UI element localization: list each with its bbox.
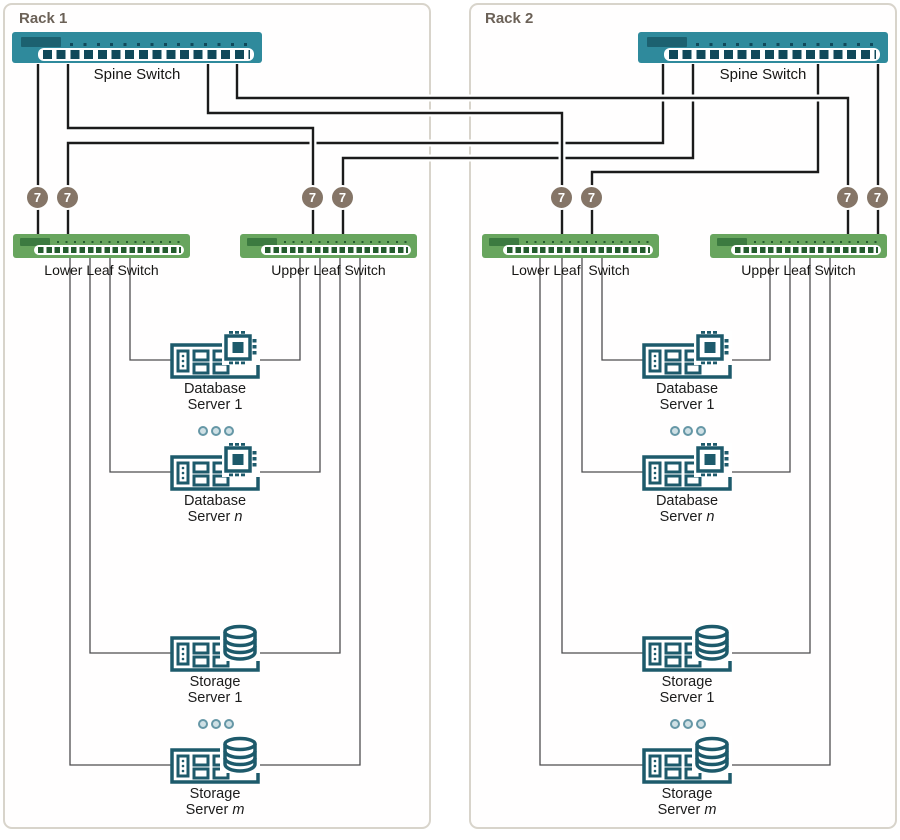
switch-ports bbox=[503, 245, 653, 255]
ellipsis-dots bbox=[670, 426, 706, 436]
switch-ports bbox=[38, 48, 254, 61]
switch-leds bbox=[284, 241, 407, 243]
rack2-spine-label: Spine Switch bbox=[719, 66, 807, 83]
storage-server-icon bbox=[642, 624, 732, 672]
rack2-lower-leaf-switch bbox=[482, 234, 659, 258]
switch-leds bbox=[70, 43, 248, 46]
ellipsis-dots bbox=[198, 719, 234, 729]
link-count-badge: 7 bbox=[549, 185, 574, 210]
database-server-icon bbox=[170, 331, 260, 379]
rack-1-title: Rack 1 bbox=[19, 10, 68, 27]
link-count-badge: 7 bbox=[865, 185, 890, 210]
rack1-spine-switch bbox=[12, 32, 262, 63]
rack1-spine-label: Spine Switch bbox=[93, 66, 181, 83]
storage-server-icon bbox=[642, 736, 732, 784]
rack1-upper-leaf-switch bbox=[240, 234, 417, 258]
rack2-upper-leaf-switch bbox=[710, 234, 887, 258]
link-count-badge: 7 bbox=[25, 185, 50, 210]
rack2-upper-leaf-label: Upper Leaf Switch bbox=[741, 262, 856, 278]
storage-server-icon bbox=[170, 624, 260, 672]
rack1-upper-leaf-label: Upper Leaf Switch bbox=[271, 262, 386, 278]
link-count-badge: 7 bbox=[330, 185, 355, 210]
switch-ports bbox=[731, 245, 881, 255]
ellipsis-dots bbox=[198, 426, 234, 436]
rack1-lower-leaf-label: Lower Leaf Switch bbox=[44, 262, 159, 278]
switch-panel bbox=[247, 238, 277, 246]
switch-leds bbox=[696, 43, 874, 46]
switch-leds bbox=[754, 241, 877, 243]
switch-panel bbox=[717, 238, 747, 246]
rack2-lower-leaf-label: Lower Leaf Switch bbox=[511, 262, 630, 278]
database-server-icon bbox=[170, 443, 260, 491]
rack-2-title: Rack 2 bbox=[485, 10, 534, 27]
link-count-badge: 7 bbox=[300, 185, 325, 210]
database-server-icon bbox=[642, 331, 732, 379]
switch-panel bbox=[489, 238, 519, 246]
link-count-badge: 7 bbox=[835, 185, 860, 210]
ellipsis-dots bbox=[670, 719, 706, 729]
switch-panel bbox=[647, 37, 687, 47]
rack1-lower-leaf-switch bbox=[13, 234, 190, 258]
switch-panel bbox=[20, 238, 50, 246]
switch-ports bbox=[664, 48, 880, 61]
database-server-icon bbox=[642, 443, 732, 491]
switch-ports bbox=[34, 245, 184, 255]
storage-server-icon bbox=[170, 736, 260, 784]
switch-leds bbox=[57, 241, 180, 243]
switch-panel bbox=[21, 37, 61, 47]
link-count-badge: 7 bbox=[55, 185, 80, 210]
rack2-spine-switch bbox=[638, 32, 888, 63]
switch-ports bbox=[261, 245, 411, 255]
link-count-badge: 7 bbox=[579, 185, 604, 210]
switch-leds bbox=[526, 241, 649, 243]
